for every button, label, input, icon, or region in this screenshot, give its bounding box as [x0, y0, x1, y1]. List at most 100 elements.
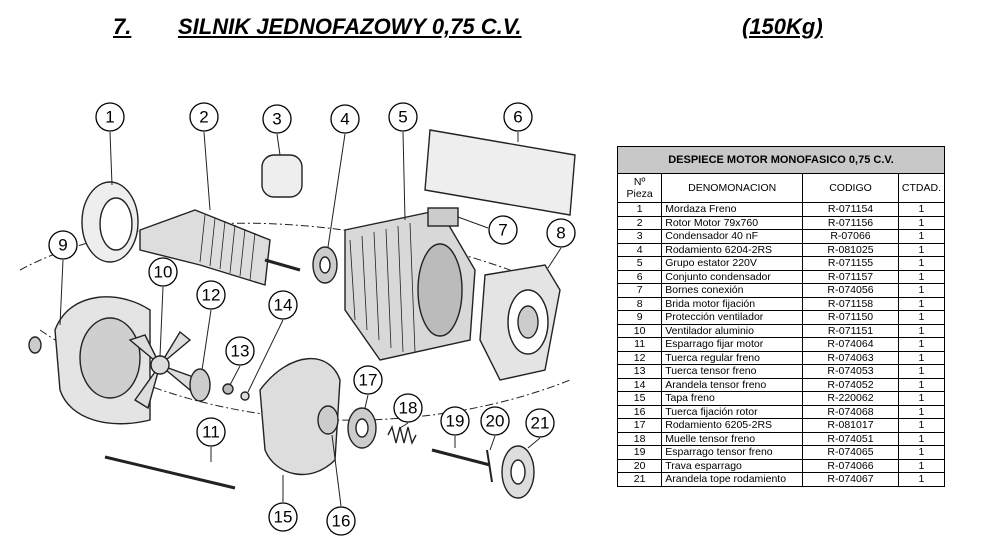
callout-label: 6	[513, 108, 522, 127]
cell-code: R-074064	[802, 337, 899, 352]
callout-8: 8	[546, 218, 576, 248]
cell-qty: 1	[897, 458, 946, 473]
cell-number: 7	[616, 283, 663, 298]
cell-qty: 1	[897, 472, 946, 487]
cell-qty: 1	[897, 445, 946, 460]
cell-code: R-081017	[802, 418, 899, 433]
callout-3: 3	[262, 104, 292, 134]
cell-code: R-071155	[802, 256, 899, 271]
cell-code: R-074053	[802, 364, 899, 379]
callout-1: 1	[95, 102, 125, 132]
cell-number: 21	[616, 472, 663, 487]
callout-label: 2	[199, 108, 208, 127]
cell-code: R-074051	[802, 431, 899, 446]
cell-code: R-081025	[802, 242, 899, 257]
callout-2: 2	[189, 102, 219, 132]
cell-qty: 1	[897, 256, 946, 271]
callout-label: 20	[486, 412, 505, 431]
col-header-number: Nº Pieza	[616, 173, 663, 203]
cell-code: R-071158	[802, 296, 899, 311]
col-header-code: CODIGO	[802, 173, 899, 203]
cell-number: 1	[616, 202, 663, 217]
cell-qty: 1	[897, 310, 946, 325]
callout-17: 17	[353, 365, 383, 395]
callout-10: 10	[148, 257, 178, 287]
col-header-qty: CTDAD.	[897, 173, 946, 203]
cell-qty: 1	[897, 364, 946, 379]
cell-number: 4	[616, 242, 663, 257]
cell-number: 3	[616, 229, 663, 244]
callout-5: 5	[388, 102, 418, 132]
callout-13: 13	[225, 336, 255, 366]
col-header-name: DENOMONACION	[661, 173, 804, 203]
callout-16: 16	[326, 506, 356, 536]
cell-number: 19	[616, 445, 663, 460]
callout-label: 21	[531, 414, 550, 433]
callout-label: 7	[498, 221, 507, 240]
cell-name: Tapa freno	[661, 391, 804, 406]
callout-9: 9	[48, 230, 78, 260]
callout-11: 11	[196, 417, 226, 447]
callout-label: 12	[202, 286, 221, 305]
callout-label: 9	[58, 236, 67, 255]
cell-name: Rodamiento 6204-2RS	[661, 242, 804, 257]
cell-name: Tuerca regular freno	[661, 350, 804, 365]
table-caption: DESPIECE MOTOR MONOFASICO 0,75 C.V.	[617, 146, 945, 174]
callout-label: 17	[359, 371, 378, 390]
cell-qty: 1	[897, 269, 946, 284]
weight-label: (150Kg)	[742, 14, 823, 39]
cell-code: R-074067	[802, 472, 899, 487]
cell-name: Rotor Motor 79x760	[661, 215, 804, 230]
callout-label: 4	[340, 110, 349, 129]
cell-name: Grupo estator 220V	[661, 256, 804, 271]
callout-12: 12	[196, 280, 226, 310]
cell-name: Mordaza Freno	[661, 202, 804, 217]
cell-name: Brida motor fijación	[661, 296, 804, 311]
cell-name: Ventilador aluminio	[661, 323, 804, 338]
callout-21: 21	[525, 408, 555, 438]
cell-number: 5	[616, 256, 663, 271]
callout-label: 3	[272, 110, 281, 129]
callout-label: 10	[154, 263, 173, 282]
cell-name: Arandela tope rodamiento	[661, 472, 804, 487]
cell-name: Tuerca fijación rotor	[661, 404, 804, 419]
cell-number: 20	[616, 458, 663, 473]
cell-code: R-071150	[802, 310, 899, 325]
callout-18: 18	[393, 393, 423, 423]
cell-qty: 1	[897, 337, 946, 352]
cell-number: 2	[616, 215, 663, 230]
cell-name: Condensador 40 nF	[661, 229, 804, 244]
cell-code: R-07066	[802, 229, 899, 244]
callout-14: 14	[268, 290, 298, 320]
cell-code: R-074056	[802, 283, 899, 298]
callout-label: 1	[105, 108, 114, 127]
cell-number: 17	[616, 418, 663, 433]
cell-name: Muelle tensor freno	[661, 431, 804, 446]
cell-code: R-071157	[802, 269, 899, 284]
cell-name: Esparrago tensor freno	[661, 445, 804, 460]
callout-label: 11	[202, 423, 220, 442]
cell-number: 11	[616, 337, 663, 352]
callout-label: 19	[446, 412, 465, 431]
cell-number: 12	[616, 350, 663, 365]
callout-4: 4	[330, 104, 360, 134]
callout-7: 7	[488, 215, 518, 245]
callout-20: 20	[480, 406, 510, 436]
document-title: SILNIK JEDNOFAZOWY 0,75 C.V.	[178, 14, 522, 39]
callout-6: 6	[503, 102, 533, 132]
cell-number: 6	[616, 269, 663, 284]
